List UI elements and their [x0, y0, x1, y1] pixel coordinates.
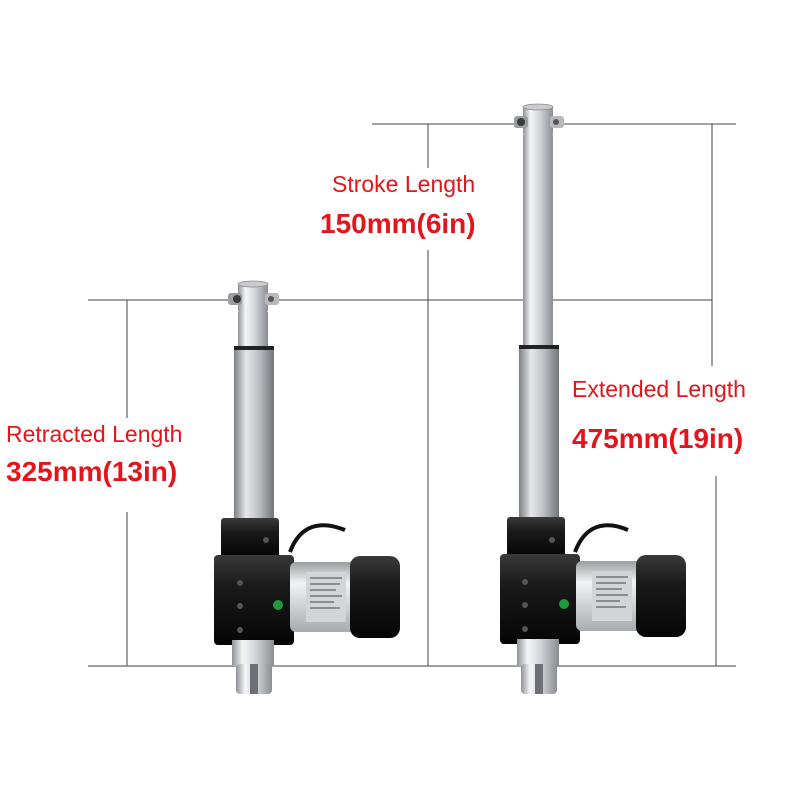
- actuator-retracted-image: [214, 280, 400, 694]
- stroke-length-title: Stroke Length: [332, 171, 476, 197]
- status-led-icon: [559, 599, 569, 609]
- extended-length-value: 475mm(19in): [572, 423, 744, 454]
- status-led-icon: [273, 600, 283, 610]
- retracted-length-title: Retracted Length: [6, 421, 183, 447]
- dimension-lines: [88, 123, 736, 667]
- actuator-extended-image: [500, 103, 686, 694]
- retracted-length-value: 325mm(13in): [6, 456, 178, 487]
- extended-length-title: Extended Length: [572, 376, 746, 402]
- stroke-length-value: 150mm(6in): [320, 208, 476, 239]
